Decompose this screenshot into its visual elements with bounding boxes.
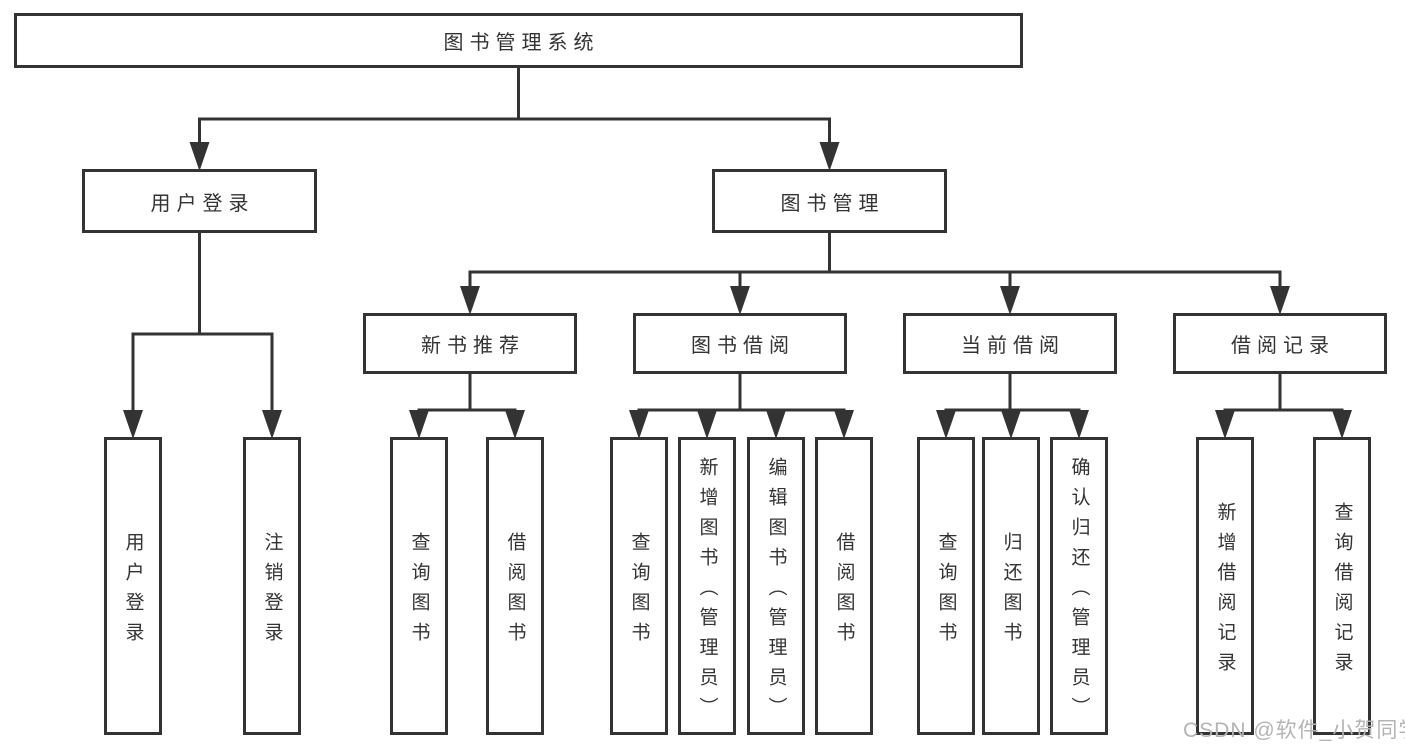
arrowhead [936,410,956,439]
arrowhead [766,410,786,439]
node-label: 新书推荐 [421,335,525,357]
arrowhead [834,410,854,439]
arrowhead [1069,410,1089,439]
watermark: CSDN @软件_小贺同学 [1183,719,1405,742]
arrowhead [730,286,750,315]
node-label: 归还图书 [1000,531,1022,652]
node-confirm-return-admin: 确认归还（管理员） [1050,437,1108,735]
node-book-management: 图书管理 [712,169,947,233]
node-query-borrow-record: 查询借阅记录 [1313,437,1371,735]
node-borrow-books-1: 借阅图书 [486,437,544,735]
arrowhead [1215,410,1235,439]
node-label: 注销登录 [261,531,283,652]
node-label: 借阅图书 [504,531,526,652]
node-label: 查询图书 [935,531,957,652]
node-query-books-3: 查询图书 [917,437,975,735]
node-label: 用户登录 [122,531,144,652]
arrowhead [1001,410,1021,439]
node-label: 查询借阅记录 [1331,501,1353,682]
arrowhead [629,410,649,439]
arrowhead [123,410,143,439]
node-label: 查询图书 [408,531,430,652]
node-label: 查询图书 [628,531,650,652]
node-label: 借阅图书 [833,531,855,652]
node-query-books-2: 查询图书 [610,437,668,735]
node-label: 编辑图书（管理员） [765,456,787,727]
node-label: 图书管理系统 [443,32,600,54]
arrowhead [1000,286,1020,315]
node-new-book-recommend: 新书推荐 [363,313,577,374]
node-label: 当前借阅 [961,335,1065,357]
node-add-books-admin: 新增图书（管理员） [678,437,736,735]
node-label: 用户登录 [150,192,255,215]
arrowhead [189,142,210,171]
node-edit-books-admin: 编辑图书（管理员） [747,437,805,735]
node-borrowing-records: 借阅记录 [1173,313,1387,374]
arrowhead [1332,410,1352,439]
arrowhead [819,142,840,171]
node-query-books-1: 查询图书 [390,437,448,735]
node-current-borrowing: 当前借阅 [903,313,1117,374]
node-label: 确认归还（管理员） [1068,456,1090,727]
node-return-books: 归还图书 [982,437,1040,735]
node-logout: 注销登录 [243,437,301,735]
node-user-login-leaf: 用户登录 [104,437,162,735]
arrowhead [697,410,717,439]
arrowhead [1270,286,1290,315]
node-label: 新增借阅记录 [1214,501,1236,682]
node-user-login: 用户登录 [82,169,317,233]
node-root: 图书管理系统 [14,13,1023,68]
node-borrow-books-2: 借阅图书 [815,437,873,735]
node-label: 图书借阅 [691,335,795,357]
node-add-borrow-record: 新增借阅记录 [1196,437,1254,735]
node-label: 图书管理 [780,192,885,215]
arrowhead [409,410,429,439]
node-label: 借阅记录 [1231,335,1335,357]
node-book-borrowing: 图书借阅 [633,313,847,374]
arrowhead [262,410,282,439]
arrowhead [505,410,525,439]
node-label: 新增图书（管理员） [696,456,718,727]
arrowhead [460,286,480,315]
